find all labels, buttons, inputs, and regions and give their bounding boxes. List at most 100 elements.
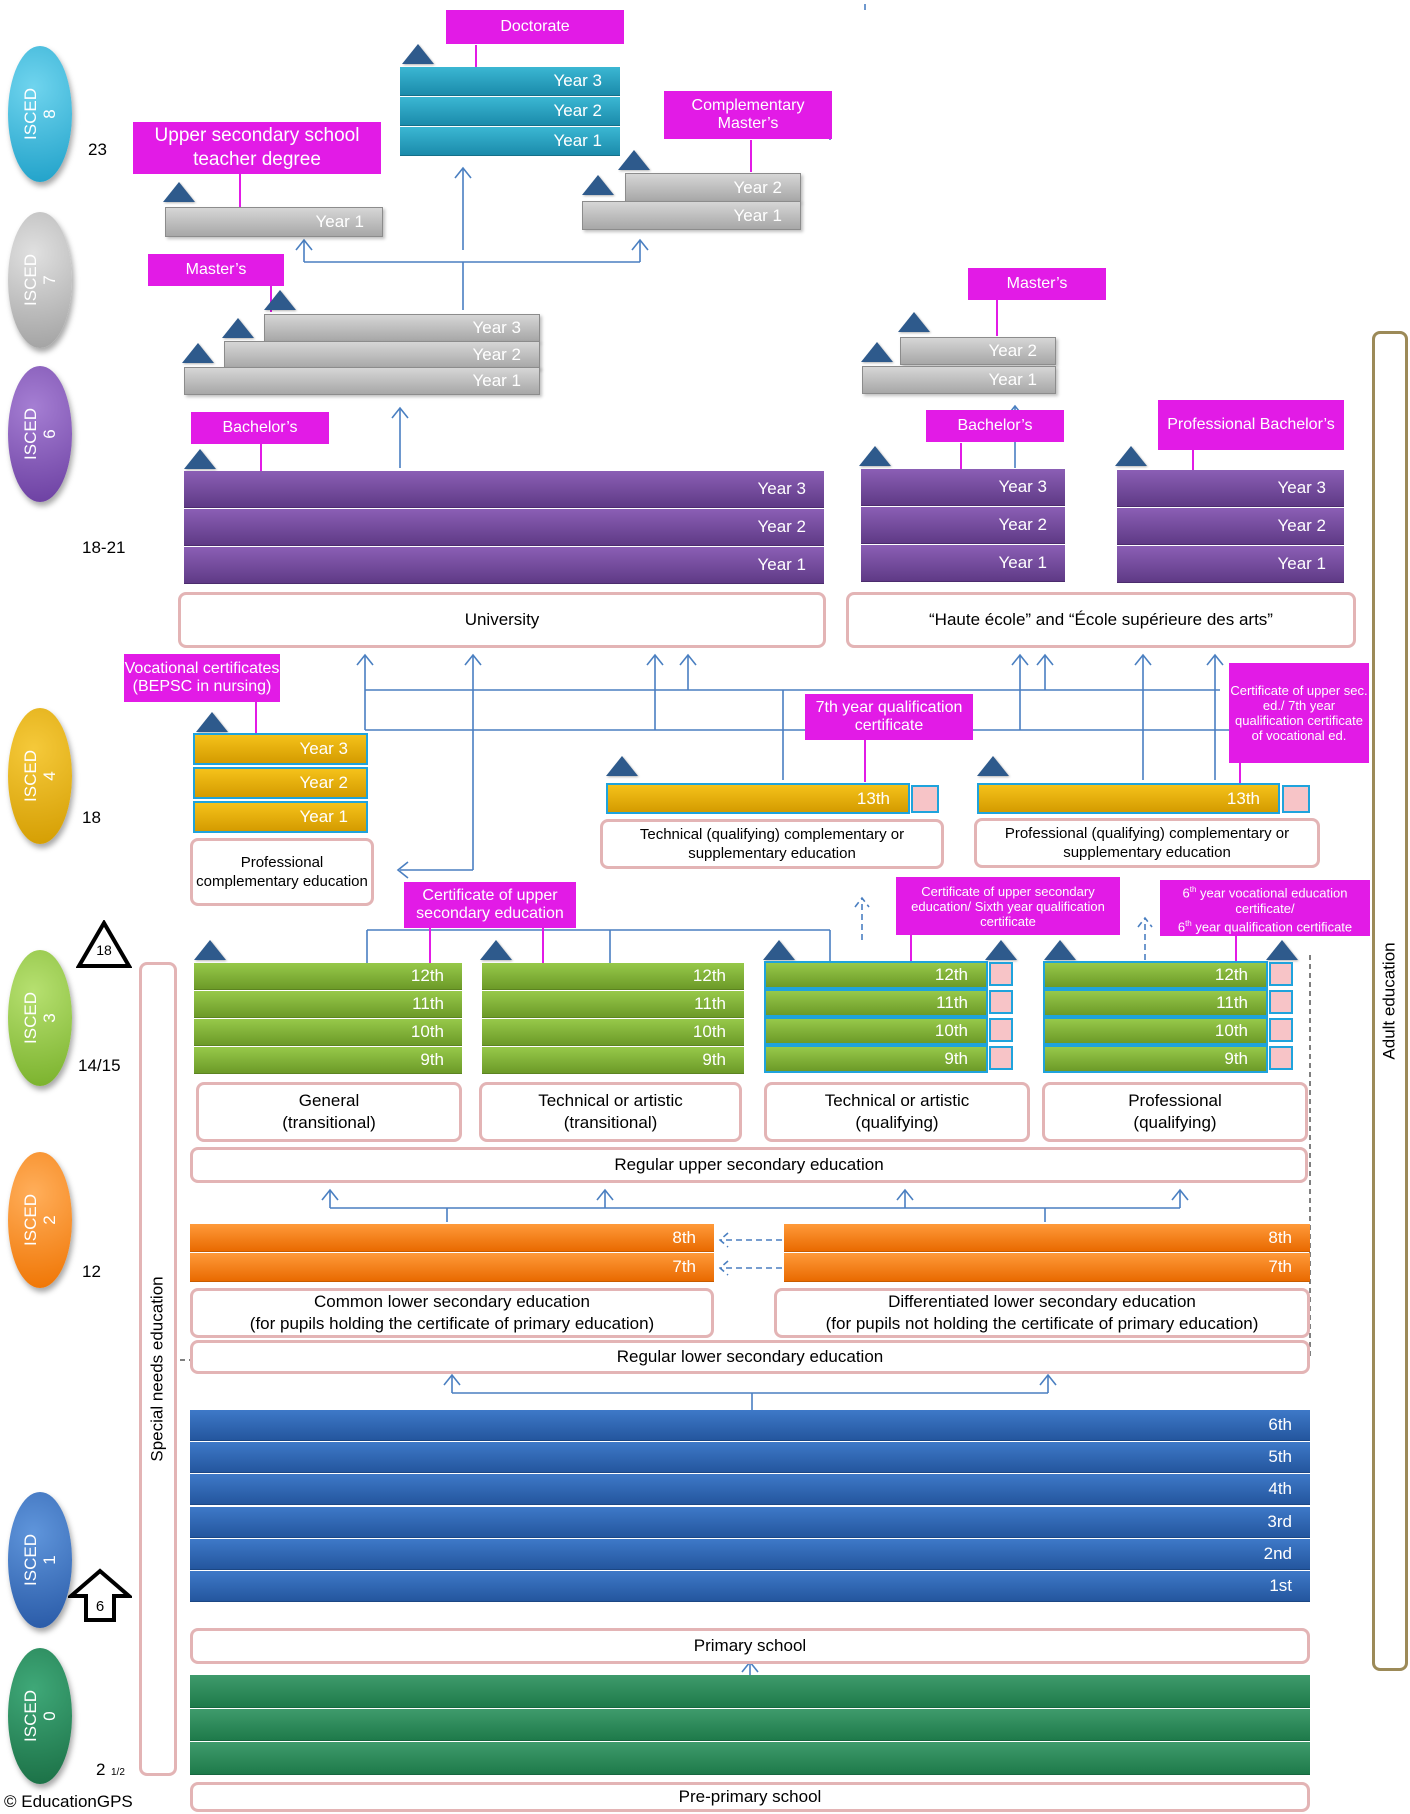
professional-complementary-box: Professional complementary education: [190, 838, 374, 906]
age-14-15: 14/15: [78, 1056, 121, 1075]
he-masters-year-1: Year 1: [862, 366, 1056, 394]
general-12th: 12th: [194, 963, 462, 990]
tech-qual-9th: 9th: [764, 1045, 988, 1073]
entry-triangle-icon: [1266, 940, 1298, 960]
isced-2-badge: ISCED 2: [8, 1152, 72, 1288]
entry-triangle-icon: [184, 449, 216, 469]
age-23: 23: [88, 140, 107, 159]
common-8th: 8th: [190, 1224, 714, 1252]
isced-1-badge: ISCED 1: [8, 1492, 72, 1628]
entry-triangle-icon: [264, 290, 296, 310]
compulsory-start-arrow-icon: [68, 1568, 132, 1622]
isced-3-badge: ISCED 3: [8, 950, 72, 1086]
primary-3rd: 3rd: [190, 1507, 1310, 1538]
entry-triangle-icon: [977, 756, 1009, 776]
primary-2nd: 2nd: [190, 1539, 1310, 1570]
upper-sec-sixth-year-certificate-label: Certificate of upper secondary education…: [896, 877, 1120, 935]
entry-triangle-icon: [861, 342, 893, 362]
entry-triangle-icon: [1115, 446, 1147, 466]
prof-bachelors-year-2: Year 2: [1117, 508, 1344, 545]
isced-4-badge: ISCED 4: [8, 708, 72, 844]
prof-11th: 11th: [1043, 989, 1268, 1017]
vocational-certificates-label: Vocational certificates (BEPSC in nursin…: [124, 654, 280, 702]
entry-triangle-icon: [618, 150, 650, 170]
doctorate-year-1: Year 1: [400, 127, 620, 156]
isced-0-badge: ISCED 0: [8, 1648, 72, 1784]
entry-triangle-icon: [898, 312, 930, 332]
regular-lower-secondary-box: Regular lower secondary education: [190, 1340, 1310, 1374]
he-bachelors-year-2: Year 2: [861, 507, 1065, 544]
professional-qualifying-box: Professional (qualifying): [1042, 1082, 1308, 1142]
common-lower-secondary-box: Common lower secondary education (for pu…: [190, 1288, 714, 1338]
technical-13th-year: 13th: [606, 783, 910, 814]
prof-10th: 10th: [1043, 1017, 1268, 1045]
differentiated-8th: 8th: [784, 1224, 1310, 1252]
upper-secondary-certificate-label: Certificate of upper secondary education: [404, 882, 576, 928]
university-bachelors-year-1: Year 1: [184, 547, 824, 584]
professional-complementary-supplementary-box: Professional (qualifying) complementary …: [974, 818, 1320, 868]
entry-triangle-icon: [196, 712, 228, 732]
entry-triangle-icon: [763, 940, 795, 960]
prof-9th: 9th: [1043, 1045, 1268, 1073]
tech-trans-9th: 9th: [482, 1047, 744, 1074]
tech-art-transitional-box: Technical or artistic (transitional): [479, 1082, 742, 1142]
qualifying-marker: [1282, 785, 1310, 813]
nursing-year-1: Year 1: [193, 801, 368, 833]
tech-art-qualifying-box: Technical or artistic (qualifying): [764, 1082, 1030, 1142]
qualifying-marker: [989, 990, 1013, 1014]
complementary-masters-year-2: Year 2: [625, 173, 801, 202]
tech-trans-10th: 10th: [482, 1019, 744, 1046]
preprimary-school-box: Pre-primary school: [190, 1782, 1310, 1812]
university-box: University: [178, 592, 826, 648]
tech-trans-12th: 12th: [482, 963, 744, 990]
compulsory-end-triangle-icon: [76, 920, 132, 968]
qualifying-marker: [989, 1046, 1013, 1070]
qualifying-marker: [1269, 962, 1293, 986]
nursing-year-2: Year 2: [193, 767, 368, 799]
university-bachelors-year-3: Year 3: [184, 471, 824, 508]
qualifying-marker: [911, 785, 939, 813]
tech-trans-11th: 11th: [482, 991, 744, 1018]
special-needs-education-bar: Special needs education: [139, 962, 177, 1776]
regular-upper-secondary-box: Regular upper secondary education: [190, 1147, 1308, 1183]
primary-5th: 5th: [190, 1442, 1310, 1473]
age-18-21: 18-21: [82, 538, 126, 557]
qualifying-marker: [1269, 990, 1293, 1014]
tech-qual-12th: 12th: [764, 961, 988, 989]
prof-bachelors-year-3: Year 3: [1117, 470, 1344, 507]
doctorate-year-2: Year 2: [400, 97, 620, 126]
compulsory-end-age: 18: [96, 942, 112, 958]
upper-sec-vocational-certificate-label: Certificate of upper sec. ed./ 7th year …: [1229, 663, 1369, 763]
age-12: 12: [82, 1262, 101, 1281]
nursing-year-3: Year 3: [193, 733, 368, 765]
complementary-masters-year-1: Year 1: [582, 201, 801, 230]
adult-education-bar: Adult education: [1372, 331, 1408, 1671]
entry-triangle-icon: [163, 182, 195, 202]
tech-qual-11th: 11th: [764, 989, 988, 1017]
doctorate-label: Doctorate: [446, 10, 624, 44]
primary-6th: 6th: [190, 1410, 1310, 1441]
isced-8-badge: ISCED 8: [8, 46, 72, 182]
he-bachelors-label: Bachelor’s: [926, 410, 1064, 442]
qualifying-marker: [1269, 1018, 1293, 1042]
university-masters-year-1: Year 1: [184, 367, 540, 395]
entry-triangle-icon: [194, 940, 226, 960]
age-18: 18: [82, 808, 101, 827]
general-10th: 10th: [194, 1019, 462, 1046]
compulsory-start-age: 6: [95, 1598, 105, 1615]
entry-triangle-icon: [222, 318, 254, 338]
university-masters-year-3: Year 3: [264, 314, 540, 342]
upper-sec-teacher-degree-label: Upper secondary school teacher degree: [133, 122, 381, 174]
technical-complementary-box: Technical (qualifying) complementary or …: [600, 819, 944, 869]
age-half: 1/2: [111, 1767, 125, 1778]
general-11th: 11th: [194, 991, 462, 1018]
qualifying-marker: [989, 1018, 1013, 1042]
entry-triangle-icon: [859, 446, 891, 466]
haute-ecole-box: “Haute école” and “École supérieure des …: [846, 592, 1356, 648]
entry-triangle-icon: [182, 343, 214, 363]
teacher-degree-year-1: Year 1: [165, 207, 383, 237]
primary-1st: 1st: [190, 1571, 1310, 1602]
he-masters-label: Master’s: [968, 268, 1106, 300]
entry-triangle-icon: [402, 44, 434, 64]
